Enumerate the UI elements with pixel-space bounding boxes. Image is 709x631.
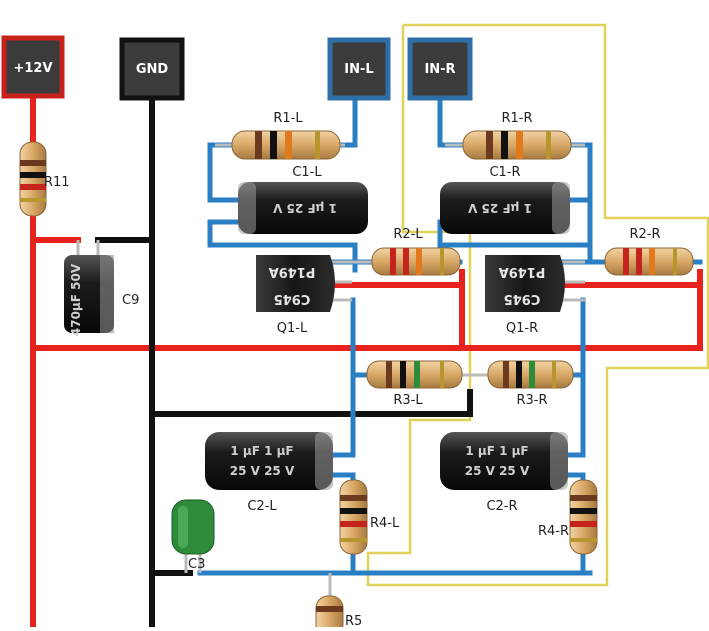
capacitor-c1-r: 1 μF 25 V C1-R — [440, 165, 570, 234]
r2-r-label: R2-R — [629, 227, 660, 242]
c2-l-label: C2-L — [247, 499, 277, 514]
resistor-r11: R11 — [19, 141, 70, 217]
c1-l-label: C1-L — [292, 165, 322, 180]
resistor-r2-r: R2-R — [604, 227, 694, 276]
resistor-r2-l: R2-L — [350, 227, 461, 276]
c2-l-marking-bottom: 25 V 25 V — [230, 464, 295, 478]
in-r-label: IN-R — [424, 62, 455, 77]
r11-label: R11 — [44, 175, 70, 190]
gnd-wires — [95, 95, 473, 630]
r1-l-label: R1-L — [273, 111, 303, 126]
vcc-wires — [30, 93, 703, 630]
transistor-q1-r: P149A C945 Q1-R — [485, 255, 585, 336]
vcc-label: +12V — [13, 61, 52, 76]
in-l-label: IN-L — [344, 62, 373, 77]
c2-r-marking-top: 1 μF 1 μF — [465, 444, 528, 458]
c1-l-marking: 1 μF 25 V — [272, 201, 337, 215]
gnd-terminal: GND — [119, 37, 185, 101]
in-r-terminal: IN-R — [407, 37, 473, 101]
c9-label: C9 — [122, 293, 139, 308]
q1-l-label: Q1-L — [277, 321, 308, 336]
r3-r-label: R3-R — [516, 393, 547, 408]
c2-l-marking-top: 1 μF 1 μF — [230, 444, 293, 458]
capacitor-c3: C3 — [171, 499, 215, 573]
resistor-r4-r: R4-R — [538, 479, 598, 555]
r4-l-label: R4-L — [370, 516, 400, 531]
c2-r-label: C2-R — [486, 499, 517, 514]
resistor-r1-r: R1-R — [445, 111, 585, 160]
r2-l-label: R2-L — [393, 227, 423, 242]
resistor-r3-l: R3-L — [366, 360, 490, 408]
r4-r-label: R4-R — [538, 524, 569, 539]
capacitor-c9: 470μF 50V C9 — [64, 240, 139, 336]
right-channel-highlight — [366, 23, 709, 587]
resistor-r5: R5 — [315, 573, 362, 631]
r1-r-label: R1-R — [501, 111, 532, 126]
in-l-terminal: IN-L — [327, 37, 391, 101]
r3-l-label: R3-L — [393, 393, 423, 408]
gnd-label: GND — [136, 62, 169, 77]
q1-r-marking-bottom: C945 — [504, 291, 541, 306]
c1-r-label: C1-R — [489, 165, 520, 180]
c3-label: C3 — [188, 557, 205, 572]
resistor-r3-r: R3-R — [487, 360, 574, 408]
resistor-r4-l: R4-L — [339, 479, 400, 555]
capacitor-c2-r: 1 μF 1 μF 25 V 25 V C2-R — [440, 432, 568, 514]
q1-r-label: Q1-R — [506, 321, 538, 336]
q1-r-marking-top: P149A — [499, 264, 546, 279]
transistor-q1-l: P149A C945 Q1-L — [256, 255, 352, 336]
c2-r-marking-bottom: 25 V 25 V — [465, 464, 530, 478]
q1-l-marking-bottom: C945 — [274, 291, 311, 306]
capacitor-c1-l: 1 μF 25 V C1-L — [238, 165, 368, 234]
capacitor-c2-l: 1 μF 1 μF 25 V 25 V C2-L — [205, 432, 333, 514]
r5-label: R5 — [345, 614, 362, 627]
c1-r-marking: 1 μF 25 V — [467, 201, 532, 215]
vcc-terminal: +12V — [1, 35, 65, 99]
q1-l-marking-top: P149A — [269, 264, 316, 279]
c9-marking: 470μF 50V — [69, 263, 83, 336]
resistor-r1-l: R1-L — [215, 111, 345, 160]
